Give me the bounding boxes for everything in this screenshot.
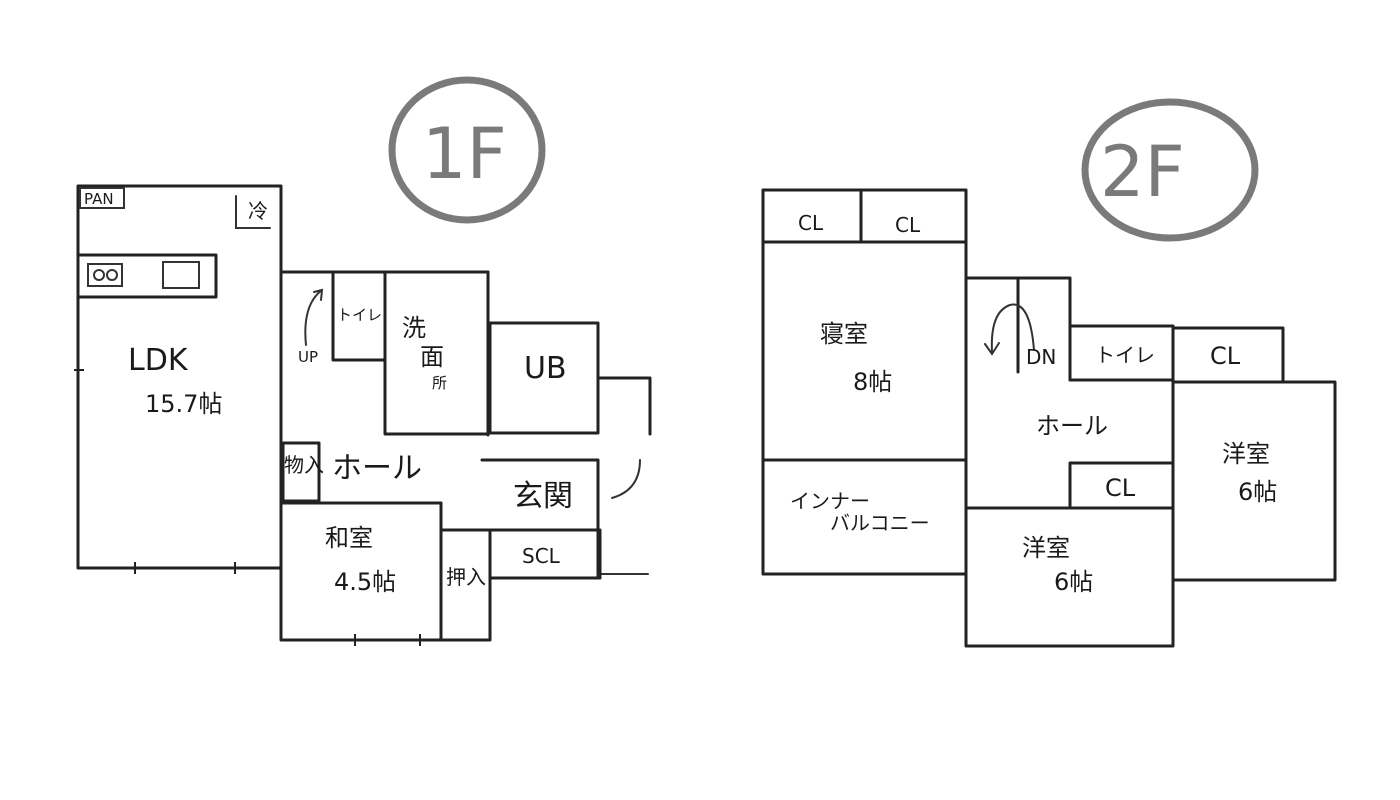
label-bedroom: 寝室 <box>820 320 868 348</box>
shoe-closet-walls <box>488 528 602 580</box>
label-bath: UB <box>524 351 567 386</box>
sink-icon <box>162 261 200 289</box>
label-western-bottom: 洋室 <box>1022 534 1070 562</box>
pantry-box <box>79 187 125 209</box>
label-toilet: トイレ <box>337 306 382 324</box>
label-hall-2f: ホール <box>1036 412 1108 440</box>
floor1-badge: 1F <box>388 76 546 224</box>
label-ldk-size: 15.7帖 <box>145 390 222 418</box>
floor1-badge-circle <box>388 76 546 224</box>
label-western-bottom-size: 6帖 <box>1054 568 1093 596</box>
floor1-badge-label: 1F <box>422 113 507 195</box>
label-storage: 物入 <box>284 453 324 477</box>
label-inner-balcony-1: インナー <box>790 489 870 513</box>
stair-down-arrow <box>984 303 1035 356</box>
label-cl-a: CL <box>798 211 824 235</box>
label-cl-d: CL <box>1105 474 1136 502</box>
label-stair-down: DN <box>1026 345 1056 369</box>
label-inner-balcony-2: バルコニー <box>830 511 930 535</box>
label-washroom-1: 洗 <box>402 314 426 342</box>
storage-walls <box>281 441 321 503</box>
entrance-door <box>611 459 641 499</box>
label-washroom-3: 所 <box>432 374 447 392</box>
label-fridge: 冷 <box>248 199 268 223</box>
kitchen-counter <box>76 253 218 299</box>
fridge-mark <box>235 195 271 229</box>
closet-walls <box>439 528 492 642</box>
floor1-plan: PAN 冷 LDK 15.7帖 UP トイレ 洗 面 所 UB 物入 ホール 玄… <box>74 184 652 646</box>
label-closet: 押入 <box>446 565 486 589</box>
label-japanese-size: 4.5帖 <box>334 568 396 596</box>
label-ldk: LDK <box>128 343 189 378</box>
label-japanese-room: 和室 <box>325 524 373 552</box>
label-western-right-size: 6帖 <box>1238 478 1277 506</box>
washroom-walls <box>383 270 490 436</box>
floor2-badge-circle <box>1081 98 1259 242</box>
floor2-plan: CL CL 寝室 8帖 DN トイレ CL ホール CL 洋室 6帖 インナー … <box>761 188 1337 648</box>
label-shoe-closet: SCL <box>522 544 561 568</box>
stair-up-arrow <box>304 288 324 346</box>
label-cl-c: CL <box>1210 342 1241 370</box>
label-western-right: 洋室 <box>1222 440 1270 468</box>
label-toilet-2f: トイレ <box>1095 343 1155 367</box>
western-bottom-walls <box>964 506 1175 648</box>
label-washroom-2: 面 <box>420 343 444 371</box>
floor2-badge-label: 2F <box>1100 131 1185 213</box>
label-hall: ホール <box>332 451 422 486</box>
floor2-badge: 2F <box>1081 98 1259 242</box>
stove-icon <box>87 263 123 287</box>
entrance-walls <box>480 376 652 580</box>
label-stair-up: UP <box>298 348 318 366</box>
label-entrance: 玄関 <box>513 479 573 514</box>
label-bedroom-size: 8帖 <box>853 368 892 396</box>
label-pantry: PAN <box>84 190 114 208</box>
western-right-walls <box>1171 380 1337 582</box>
label-cl-b: CL <box>895 213 921 237</box>
